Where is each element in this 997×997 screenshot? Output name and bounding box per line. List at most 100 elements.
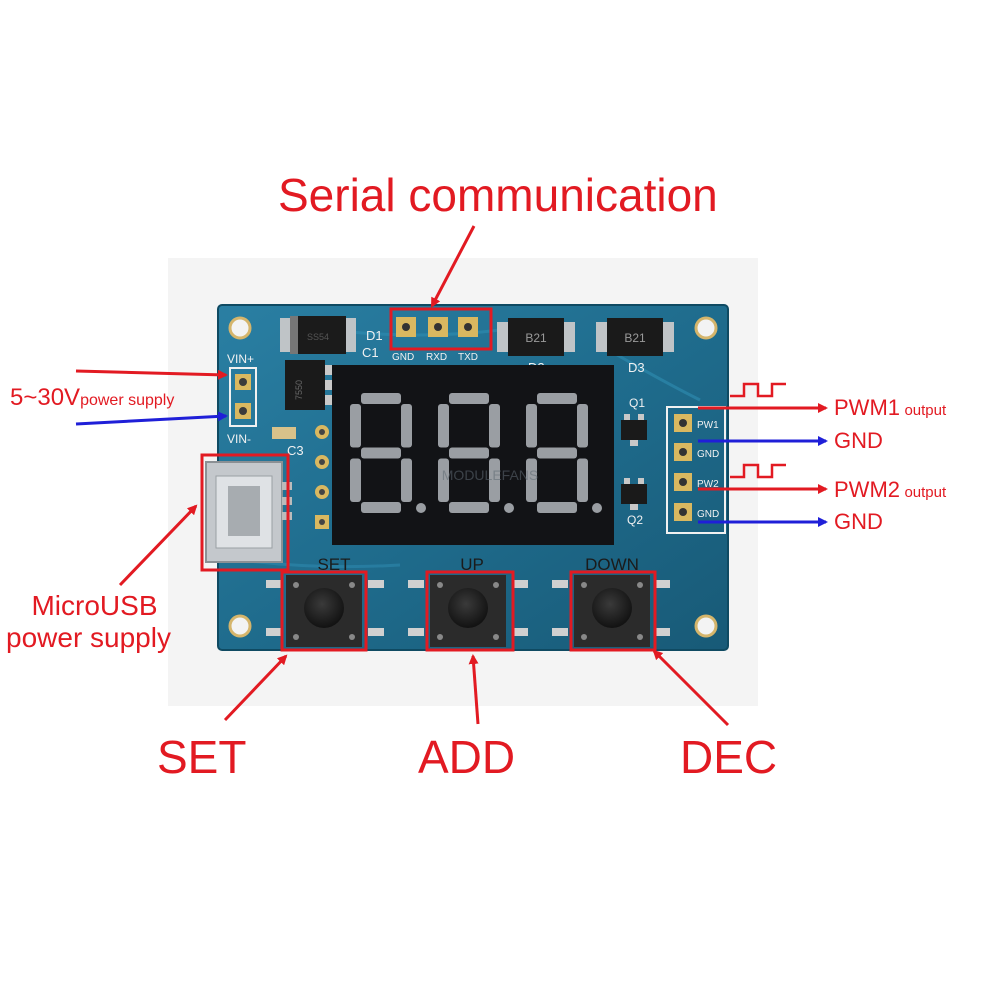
digit-2-segment-b bbox=[489, 404, 500, 448]
display-digits bbox=[350, 393, 602, 513]
silk-rxd: RXD bbox=[426, 352, 447, 363]
diode-d2-marking: B21 bbox=[525, 331, 547, 345]
transistor-q1 bbox=[621, 414, 647, 446]
diode-d2: B21 bbox=[497, 318, 575, 356]
digit-3-segment-b bbox=[577, 404, 588, 448]
digit-1-segment-c bbox=[401, 458, 412, 502]
digit-2-segment-g bbox=[449, 447, 489, 459]
digit-3-decimal-point bbox=[592, 503, 602, 513]
pwm1-text: PWM1 bbox=[834, 395, 900, 420]
silk-up: UP bbox=[460, 555, 484, 574]
gnd2-label: GND bbox=[834, 509, 883, 534]
voltage-regulator: 7550 bbox=[285, 360, 333, 410]
digit-2-segment-c bbox=[489, 458, 500, 502]
digit-1-segment-b bbox=[401, 404, 412, 448]
pwm2-label: PWM2 output bbox=[834, 477, 946, 503]
microusb-line1: MicroUSB bbox=[31, 590, 158, 621]
silk-c3: C3 bbox=[287, 443, 304, 458]
up-highlight-box bbox=[425, 570, 515, 652]
silk-set: SET bbox=[317, 555, 350, 574]
digit-2-segment-e bbox=[438, 458, 449, 502]
diode-d3: B21 bbox=[596, 318, 674, 356]
transistor-q2 bbox=[621, 478, 647, 510]
digit-1-segment-f bbox=[350, 404, 361, 448]
micro-usb-connector bbox=[205, 461, 292, 563]
serial-highlight-box bbox=[389, 307, 493, 351]
callout-arrows bbox=[75, 225, 828, 727]
digit-3-segment-e bbox=[526, 458, 537, 502]
silk-vin-minus: VIN- bbox=[227, 432, 251, 446]
silk-gnd-b: GND bbox=[697, 509, 719, 520]
serial-header bbox=[396, 317, 478, 337]
silk-d1: D1 bbox=[366, 328, 383, 343]
silk-down: DOWN bbox=[585, 555, 639, 574]
digit-3-segment-f bbox=[526, 404, 537, 448]
button-down[interactable] bbox=[552, 575, 670, 647]
digit-3-segment-d bbox=[537, 502, 577, 513]
digit-2-segment-a bbox=[449, 393, 489, 404]
display-side-pads bbox=[315, 425, 329, 529]
pwm1-output-text: output bbox=[904, 402, 947, 419]
usb-arrow bbox=[118, 504, 198, 587]
regulator-marking: 7550 bbox=[294, 380, 304, 400]
silk-c1: C1 bbox=[362, 345, 379, 360]
pwm2-waveform-icon bbox=[730, 463, 786, 479]
set-arrow bbox=[223, 654, 288, 722]
digit-3-segment-g bbox=[537, 447, 577, 459]
digit-1-segment-e bbox=[350, 458, 361, 502]
silk-d3: D3 bbox=[628, 360, 645, 375]
digit-2-segment-f bbox=[438, 404, 449, 448]
digit-1-segment-d bbox=[361, 502, 401, 513]
silk-q2: Q2 bbox=[627, 513, 643, 527]
gnd1-label: GND bbox=[834, 428, 883, 453]
usb-highlight-box bbox=[200, 453, 290, 572]
pwm2-output-text: output bbox=[904, 484, 947, 501]
vin-plus-arrow bbox=[75, 369, 228, 380]
button-up[interactable] bbox=[408, 575, 528, 647]
digit-2-segment-d bbox=[449, 502, 489, 513]
silk-pw2: PW2 bbox=[697, 479, 719, 490]
silk-gnd-a: GND bbox=[697, 449, 719, 460]
digit-3-segment-c bbox=[577, 458, 588, 502]
microusb-line2: power supply bbox=[6, 622, 171, 653]
capacitor-c3 bbox=[272, 427, 296, 439]
button-set[interactable] bbox=[266, 575, 384, 647]
microusb-label: MicroUSB power supply bbox=[6, 590, 171, 654]
silk-vin-plus: VIN+ bbox=[227, 352, 254, 366]
add-label: ADD bbox=[418, 731, 516, 783]
vin-minus-arrow bbox=[75, 411, 228, 426]
diode-d1: SS54 bbox=[280, 316, 356, 354]
silk-txd: TXD bbox=[458, 352, 478, 363]
add-arrow bbox=[468, 654, 480, 725]
silk-gnd: GND bbox=[392, 352, 414, 363]
power-voltage-text: 5~30V bbox=[10, 384, 81, 411]
pwm2-text: PWM2 bbox=[834, 477, 900, 502]
power-supply-label: 5~30Vpower supply bbox=[10, 384, 174, 412]
pwm-waveform-icons bbox=[730, 382, 786, 479]
watermark-text: MODULEFANS bbox=[442, 467, 538, 483]
pcb-board: SS54 D1 C1 7550 C3 VIN+ VIN- bbox=[205, 304, 729, 651]
pwm1-label: PWM1 output bbox=[834, 395, 946, 421]
digit-2-decimal-point bbox=[504, 503, 514, 513]
dec-label: DEC bbox=[680, 731, 778, 783]
serial-communication-label: Serial communication bbox=[278, 169, 718, 221]
output-header bbox=[666, 406, 726, 534]
highlight-boxes bbox=[200, 307, 657, 652]
power-suffix-text: power supply bbox=[80, 392, 175, 409]
dec-arrow bbox=[652, 649, 730, 727]
vin-header bbox=[229, 367, 257, 427]
pwm1-waveform-icon bbox=[730, 382, 786, 398]
digit-1-decimal-point bbox=[416, 503, 426, 513]
serial-arrow bbox=[430, 225, 476, 308]
digit-3-segment-a bbox=[537, 393, 577, 404]
set-label: SET bbox=[157, 731, 247, 783]
digit-1-segment-g bbox=[361, 447, 401, 459]
diode-d1-marking: SS54 bbox=[307, 332, 329, 342]
mounting-holes bbox=[228, 316, 718, 638]
down-highlight-box bbox=[569, 570, 657, 652]
silk-pw1: PW1 bbox=[697, 420, 719, 431]
silk-q1: Q1 bbox=[629, 396, 645, 410]
set-highlight-box bbox=[280, 570, 368, 652]
diode-d3-marking: B21 bbox=[624, 331, 646, 345]
